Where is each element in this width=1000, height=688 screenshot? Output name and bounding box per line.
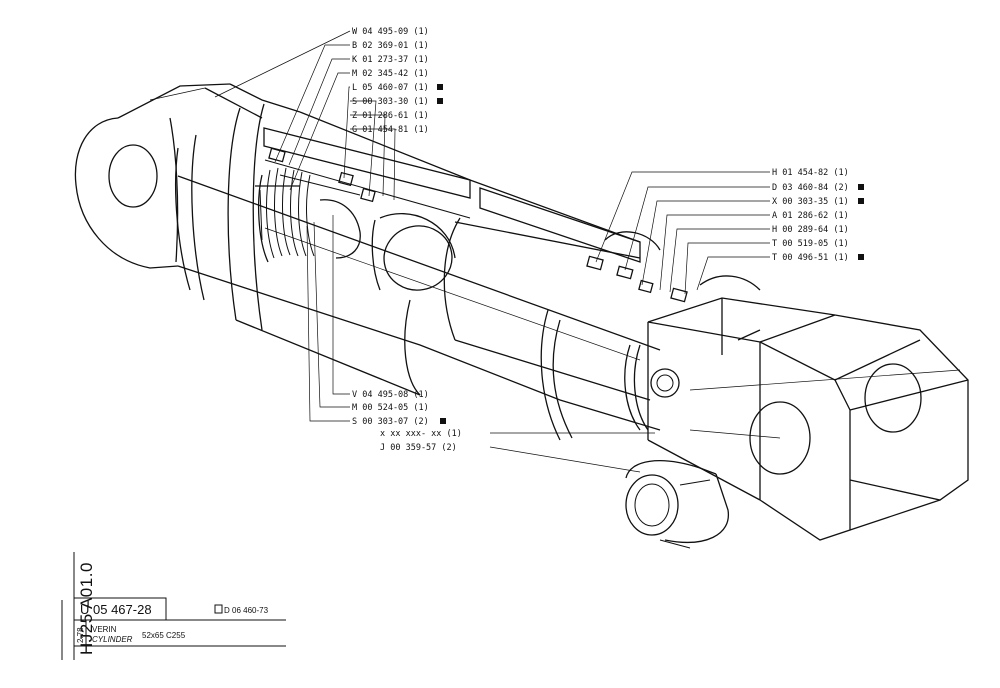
callout-label: L 05 460-07 (1) (352, 83, 429, 93)
filled-square-marker (440, 418, 446, 424)
callout-label: Z 01 286-61 (1) (352, 111, 429, 121)
cylinder-illustration (74, 83, 969, 549)
filled-square-marker (858, 254, 864, 260)
callout-label: J 00 359-57 (2) (380, 443, 457, 453)
callouts-right: H 01 454-82 (1) D 03 460-84 (2) X 00 303… (772, 168, 864, 263)
callouts-top: W 04 495-09 (1) B 02 369-01 (1) K 01 273… (352, 27, 443, 135)
callout-label: x xx xxx- xx (1) (380, 429, 462, 439)
part-number: U 05 467-28 (80, 602, 152, 617)
leader-lines-top (214, 30, 396, 201)
callout-label: T 00 519-05 (1) (772, 239, 849, 249)
callout-label: A 01 286-62 (1) (772, 211, 849, 221)
callout-label: M 02 345-42 (1) (352, 69, 429, 79)
callout-label: X 00 303-35 (1) (772, 197, 849, 207)
drawing-code-vertical: HJ25 A01.0 (77, 562, 96, 655)
drawing-date: 2.78 (76, 627, 85, 643)
filled-square-marker (858, 184, 864, 190)
filled-square-marker (858, 198, 864, 204)
callout-label: T 00 496-51 (1) (772, 253, 849, 263)
leader-lines-right (595, 171, 770, 295)
name-english: CYLINDER (92, 635, 133, 644)
callout-label: H 00 289-64 (1) (772, 225, 849, 235)
callout-label: S 00 303-30 (1) (352, 97, 429, 107)
cylinder-spec: 52x65 C255 (142, 631, 186, 640)
callout-label: V 04 495-08 (1) (352, 390, 429, 400)
callout-label: D 03 460-84 (2) (772, 183, 849, 193)
name-french: VERIN (92, 625, 117, 634)
callout-label: H 01 454-82 (1) (772, 168, 849, 178)
reference-number: D 06 460-73 (224, 606, 269, 615)
callout-label: B 02 369-01 (1) (352, 41, 429, 51)
callout-label: W 04 495-09 (1) (352, 27, 429, 37)
callout-label: S 00 303-07 (2) (352, 417, 429, 427)
leader-lines-bottom (306, 215, 655, 473)
part-number-box (73, 597, 167, 621)
ref-box-icon (214, 604, 223, 614)
callout-label: G 01 454-81 (1) (352, 125, 429, 135)
callout-label: M 00 524-05 (1) (352, 403, 429, 413)
callout-label: K 01 273-37 (1) (352, 55, 429, 65)
callouts-bottom: V 04 495-08 (1) M 00 524-05 (1) S 00 303… (352, 390, 462, 453)
filled-square-marker (437, 84, 443, 90)
filled-square-marker (437, 98, 443, 104)
title-block: HJ25 A01.0 U 05 467-28 D 06 460-73 2.78 … (61, 552, 286, 660)
